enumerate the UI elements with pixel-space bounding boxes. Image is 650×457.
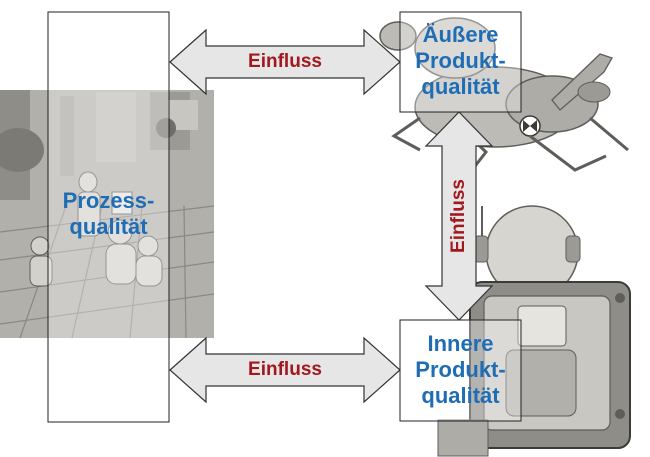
process-quality-label: Prozess- qualität <box>62 188 155 239</box>
inner-product-quality-label: Innere Produkt- qualität <box>415 331 506 408</box>
outer-product-quality-label: Äußere Produkt- qualität <box>415 22 506 99</box>
influence-label-bottom: Einfluss <box>248 359 322 380</box>
process-quality-box <box>47 11 170 423</box>
tv-robot-illustration <box>437 205 631 457</box>
arrow-process-to-inner <box>169 336 401 404</box>
arrow-process-to-outer <box>169 28 401 96</box>
inner-product-quality-box <box>399 319 522 422</box>
influence-label-top: Einfluss <box>248 51 322 72</box>
city-scene-illustration <box>0 90 215 339</box>
arrow-outer-to-inner <box>424 111 494 321</box>
influence-label-vertical: Einfluss <box>448 179 469 253</box>
outer-product-quality-box <box>399 11 522 113</box>
